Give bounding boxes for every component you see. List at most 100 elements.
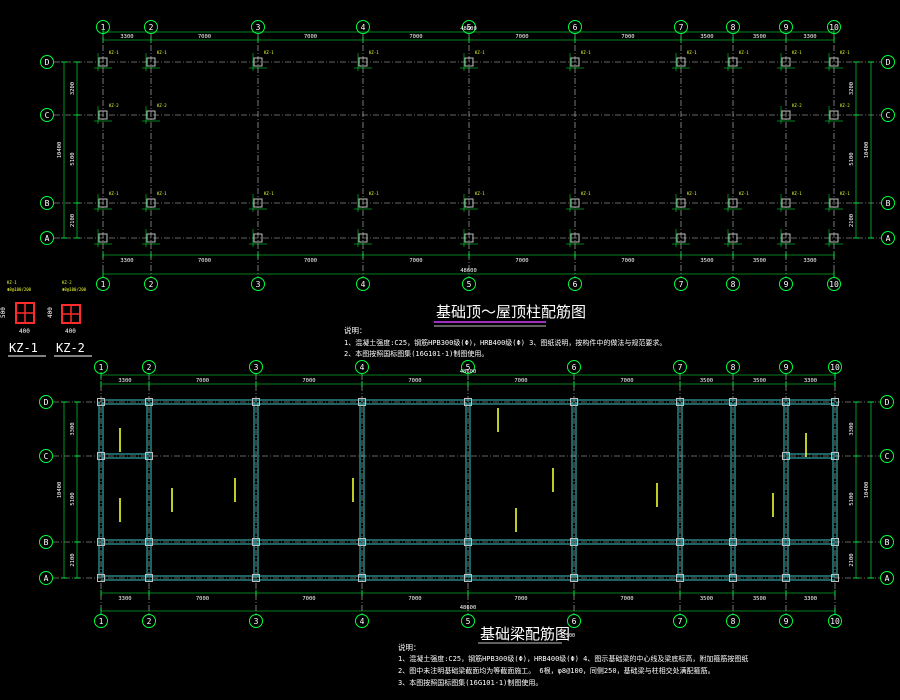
dim-total-depth-right: 10400 [864, 482, 870, 499]
column-tag-4B: KZ-1 [369, 191, 379, 196]
axis-bubble-label-C: C [885, 452, 890, 461]
beam-column-node-2A [145, 574, 153, 582]
column-tag-2D: KZ-1 [157, 50, 167, 55]
column-10B [829, 198, 839, 208]
axis-bubble-10 [828, 614, 842, 628]
axis-bubble-label-5: 5 [467, 23, 472, 32]
column-1C [98, 110, 108, 120]
title-beam-plan-scale: 1:100 [560, 633, 575, 639]
axis-bubble-D [40, 55, 54, 69]
column-5D [464, 57, 474, 67]
dim-span-bottom-8: 3500 [753, 596, 766, 602]
beam-column-node-5A [464, 574, 472, 582]
column-10C [829, 110, 839, 120]
axis-bubble-7 [673, 614, 687, 628]
axis-bubble-2 [142, 360, 156, 374]
axis-bubble-7 [673, 360, 687, 374]
column-8A [728, 233, 738, 243]
beam-column-node-2B [145, 538, 153, 546]
axis-bubble-label-D: D [885, 398, 890, 407]
notes-top-line-2: 2、本图按照国标图集(16G101-1)制图使用。 [344, 349, 488, 358]
axis-bubble-1 [94, 614, 108, 628]
dim-span-top-7: 3500 [700, 378, 713, 384]
dim-span-bottom-9: 3300 [804, 596, 817, 602]
axis-bubble-label-6: 6 [573, 280, 578, 289]
axis-bubble-label-4: 4 [361, 23, 366, 32]
axis-bubble-5 [461, 360, 475, 374]
dim-span-bottom-5: 7000 [514, 596, 527, 602]
axis-bubble-label-B: B [44, 538, 49, 547]
column-tag-5D: KZ-1 [475, 50, 485, 55]
column-4A [358, 233, 368, 243]
beam-column-node-8D [729, 398, 737, 406]
dim-span-top-3: 7000 [302, 378, 315, 384]
axis-bubble-label-C: C [886, 111, 891, 120]
beam-column-node-9A [782, 574, 790, 582]
dim-span-top-6: 7000 [620, 378, 633, 384]
axis-bubble-5 [462, 277, 476, 291]
beam-column-node-7B [676, 538, 684, 546]
axis-bubble-C [880, 449, 894, 463]
beam-column-node-5B [464, 538, 472, 546]
axis-bubble-5 [461, 614, 475, 628]
column-tag-1B: KZ-1 [109, 191, 119, 196]
column-1B [98, 198, 108, 208]
dim-span-bottom-2: 7000 [196, 596, 209, 602]
axis-bubble-label-2: 2 [149, 280, 154, 289]
dim-row-right-1: 3300 [849, 422, 855, 435]
dim-span-top-4: 7000 [408, 378, 421, 384]
axis-bubble-D [39, 395, 53, 409]
column-5B [464, 198, 474, 208]
title-beam-plan: 基础梁配筋图 [480, 625, 570, 643]
column-6A [570, 233, 580, 243]
dim-overall-text-bottom: 48600 [460, 605, 477, 611]
column-6D [570, 57, 580, 67]
column-tag-7B: KZ-1 [687, 191, 697, 196]
column-10D [829, 57, 839, 67]
dim-row-left-3: 2100 [70, 553, 76, 566]
dim-span-top-8: 3500 [753, 34, 766, 40]
beam-column-node-10C [831, 452, 839, 460]
column-tag-2B: KZ-1 [157, 191, 167, 196]
axis-bubble-D [880, 395, 894, 409]
axis-bubble-4 [356, 20, 370, 34]
axis-bubble-label-10: 10 [829, 280, 839, 289]
axis-bubble-label-B: B [885, 538, 890, 547]
beam-column-node-4D [358, 398, 366, 406]
axis-bubble-3 [249, 614, 263, 628]
dim-span-top-6: 7000 [621, 34, 634, 40]
axis-bubble-9 [779, 277, 793, 291]
dim-total-depth-left: 10400 [57, 482, 63, 499]
dim-span-top-2: 7000 [198, 34, 211, 40]
axis-bubble-label-10: 10 [830, 617, 840, 626]
axis-bubble-label-7: 7 [679, 280, 684, 289]
axis-bubble-label-10: 10 [830, 363, 840, 372]
dim-span-bottom-7: 3500 [700, 596, 713, 602]
axis-bubble-label-D: D [886, 58, 891, 67]
axis-bubble-B [39, 535, 53, 549]
axis-bubble-8 [726, 614, 740, 628]
kz1-label: KZ-1 [9, 341, 38, 355]
axis-bubble-label-B: B [886, 199, 891, 208]
column-tag-5B: KZ-1 [475, 191, 485, 196]
dim-span-top-9: 3300 [804, 378, 817, 384]
column-tag-10B: KZ-1 [840, 191, 850, 196]
dim-span-top-1: 3300 [120, 34, 133, 40]
axis-bubble-label-4: 4 [360, 617, 365, 626]
dim-row-right-3: 2100 [849, 214, 855, 227]
axis-bubble-2 [142, 614, 156, 628]
axis-bubble-label-1: 1 [99, 617, 104, 626]
column-tag-3D: KZ-1 [264, 50, 274, 55]
axis-bubble-7 [674, 20, 688, 34]
beam-column-node-1A [97, 574, 105, 582]
axis-bubble-2 [144, 20, 158, 34]
dim-span-top-9: 3300 [803, 34, 816, 40]
axis-bubble-label-8: 8 [731, 280, 736, 289]
kz1-dim-a: 400 [19, 328, 30, 335]
axis-bubble-C [881, 108, 895, 122]
beam-column-node-3A [252, 574, 260, 582]
axis-bubble-label-8: 8 [731, 23, 736, 32]
column-tag-10C: KZ-2 [840, 103, 850, 108]
dim-span-bottom-8: 3500 [753, 258, 766, 264]
